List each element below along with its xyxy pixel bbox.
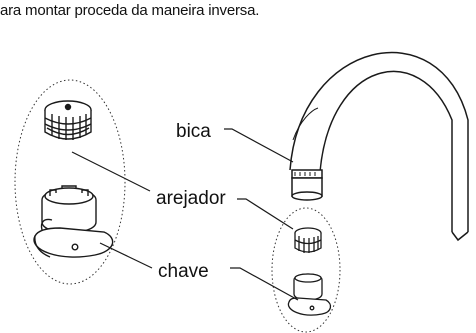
leader-bica <box>224 128 294 163</box>
leader-chave-right <box>230 267 299 301</box>
key-small-icon <box>287 273 332 316</box>
faucet-spout-icon <box>289 51 469 242</box>
leader-lines <box>71 128 299 301</box>
right-parts-group-outline <box>271 207 341 333</box>
leader-arejador-left <box>71 151 151 192</box>
left-parts-group-outline <box>14 79 126 285</box>
leader-arejador-right <box>237 198 294 230</box>
leader-chave-left <box>99 242 153 269</box>
label-arejador: arejador <box>156 188 226 209</box>
instruction-caption: ara montar proceda da maneira inversa. <box>0 2 260 19</box>
key-detached-icon <box>33 185 114 258</box>
label-chave: chave <box>158 261 209 282</box>
label-bica: bica <box>176 121 211 142</box>
aerator-detached-icon <box>44 100 92 140</box>
aerator-small-icon <box>294 227 322 253</box>
